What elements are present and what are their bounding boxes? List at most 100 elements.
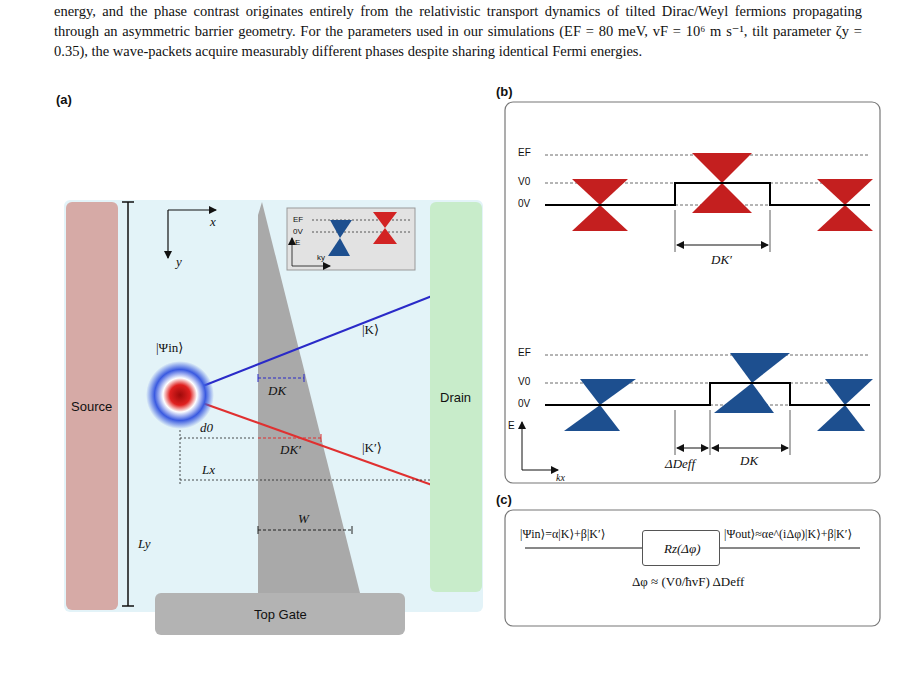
length-marker-part [122,201,134,203]
dimension-lines-part [258,530,352,531]
dimension-label: d0 [200,420,213,436]
inset-box-part [312,232,410,233]
dirac-cones-k-part [564,405,620,431]
dimension-lines-part [258,374,259,382]
dimension-label: DK [268,383,286,399]
source-contact: Source [66,202,118,610]
length-marker-part [122,605,134,607]
dirac-cones-k [564,353,873,431]
axis-label: x [210,214,216,230]
width-arrows-part [710,410,711,455]
panel-frame: SourceEF0VEkyDrain(a) [64,200,483,612]
length-marker [122,202,134,606]
body-paragraph: energy, and the phase contrast originate… [54,1,862,61]
dimension-label: Ly [138,536,151,552]
gate-operator: Rz(Δφ) [664,541,700,557]
dirac-cones-k-part [730,353,790,383]
inset-box-part [312,220,410,221]
trajectory-lines-part [180,395,432,485]
dirac-cones-k-prime-part [572,205,628,231]
dimension-lines-part [258,526,259,534]
axis-label: kx [556,472,565,483]
axis-arrows-part [167,210,168,258]
dirac-cones-k-prime-part [817,205,873,231]
level-label: EF [518,147,531,158]
inset-box-part [328,238,350,256]
inset-box-part [330,220,352,238]
trajectory-lines [180,296,432,485]
panel-c-frame [505,510,880,626]
energy-levels [545,155,870,405]
width-arrows-part [675,210,676,252]
axis-label: E [295,238,300,247]
axis-label: E [508,420,515,431]
energy-levels-part [545,355,870,356]
width-arrows [675,210,790,455]
level-label: 0V [518,398,530,409]
dimension-lines-part [352,526,353,534]
dirac-cones-k-part [714,383,774,413]
dimension-lines-part [180,480,430,481]
axis-label: ky [317,253,325,262]
dirac-cones-k-prime [572,153,873,231]
drain-contact: Drain [430,202,482,592]
inset-box-part [292,266,330,267]
panel-heading: (a) [56,92,72,107]
width-arrows-part [677,448,708,449]
inset-box-part [373,212,397,228]
inset-box-part [287,208,415,270]
trajectory-lines-part [180,296,432,395]
level-label: EF [293,215,303,224]
dimension-lines-part [258,377,304,378]
level-label: 0V [293,227,303,236]
state-label: |K′⟩ [362,440,382,456]
wave-packet-part [146,361,214,429]
wave-packet [146,361,214,429]
width-arrows-part [712,448,788,449]
dirac-cones-k-part [825,379,873,405]
width-arrows-part [790,410,791,455]
dirac-cones-k-prime-part [692,153,752,183]
inset-box [287,208,415,270]
level-label: V0 [518,376,530,387]
dimension-label: DK′ [280,442,301,458]
panel-heading: (c) [496,492,512,507]
energy-axis-part [522,422,523,470]
rotation-gate: Rz(Δφ) [642,530,720,566]
dirac-cones-k-prime-part [817,179,873,205]
barrier-profiles [545,183,870,405]
dimension-label: W [298,511,309,527]
dimension-lines-part [258,437,321,438]
energy-axis [522,422,558,470]
width-arrows-part [675,410,676,455]
state-label: |K⟩ [362,322,379,338]
panel-frame: (b) [505,102,880,483]
top-gate: Top Gate [155,593,405,635]
length-marker-part [127,202,129,606]
dirac-cones-k-prime-part [572,179,628,205]
width-arrows-part [677,245,768,246]
panel-a-ground [64,200,483,612]
inset-box-part [373,228,397,244]
barrier-profiles-part [545,383,870,405]
dirac-cones-k-part [817,405,865,431]
dimension-label: ΔDeff [665,456,695,472]
energy-axis-part [522,470,558,471]
panel-heading: (b) [496,84,513,99]
panel-a-ground-part [64,200,483,612]
band-inset: EF 0V Eky [287,208,415,270]
gate-label: Top Gate [254,607,307,622]
dimension-label: Lx [202,462,215,478]
dimension-label: DK′ [711,252,732,268]
axis-arrows-part [168,209,216,210]
dirac-cones-k-part [580,379,636,405]
contact-label: Source [71,399,112,414]
width-arrows-part [770,210,771,252]
dimension-lines-part [304,374,305,382]
formula: |Ψin⟩=α|K⟩+β|K′⟩ [520,527,605,542]
level-label: 0V [518,198,530,209]
dimension-lines [180,374,430,534]
axis-label: y [176,254,182,270]
inset-box-part [292,238,293,266]
dimension-lines-part [321,434,322,442]
